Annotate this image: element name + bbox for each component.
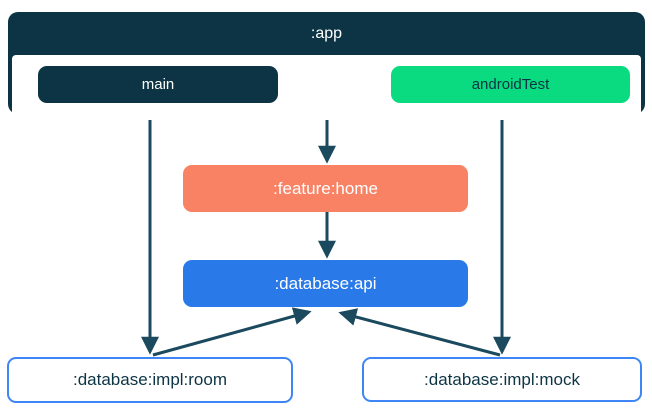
app-module-box: :app main androidTest xyxy=(8,12,645,120)
app-module-body: main androidTest xyxy=(12,55,641,120)
edge-database-impl-room-to-database-api xyxy=(152,307,312,357)
app-module-label: :app xyxy=(310,24,343,42)
source-set-androidtest: androidTest xyxy=(391,66,630,103)
source-set-main: main xyxy=(38,66,278,103)
node-database-impl-room: :database:impl:room xyxy=(7,357,293,403)
node-database-api: :database:api xyxy=(183,260,468,307)
node-database-impl-mock: :database:impl:mock xyxy=(362,357,642,402)
edge-database-impl-mock-to-database-api xyxy=(338,308,501,357)
node-feature-home: :feature:home xyxy=(183,165,468,212)
